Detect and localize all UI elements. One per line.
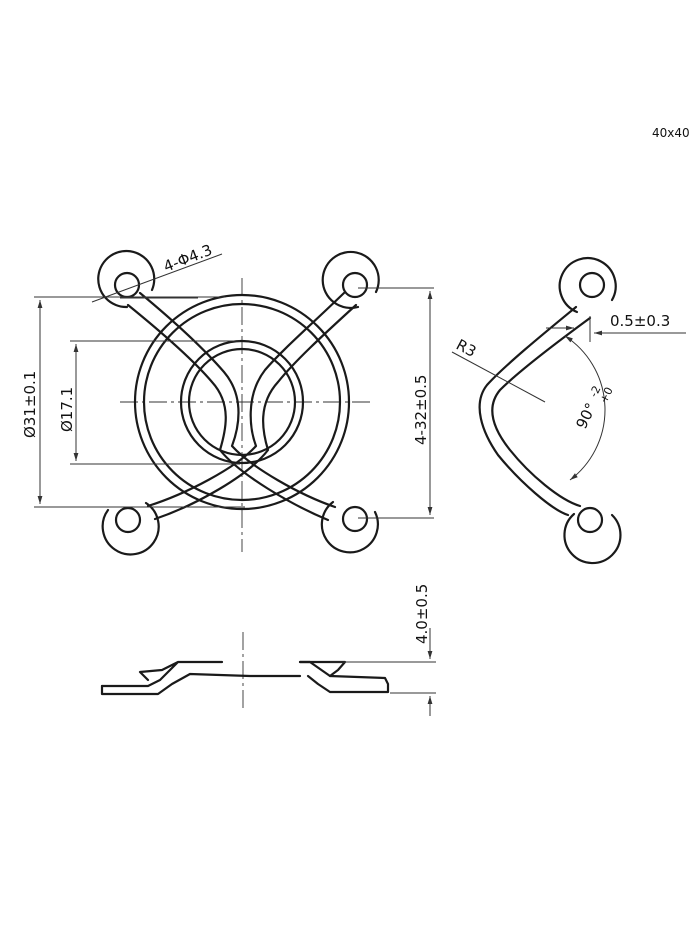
dim-angle: 90° +0 -2: [564, 335, 616, 481]
mounting-loop-bottom-left: [101, 501, 160, 556]
svg-text:R3: R3: [453, 336, 479, 361]
side-wire-inner: [478, 305, 578, 517]
dim-hole-spacing: 4-32±0.5: [358, 287, 434, 519]
outer-ring-inner: [142, 302, 342, 502]
angle-tol-upper: +0: [597, 385, 616, 405]
svg-text:4.0±0.5: 4.0±0.5: [413, 584, 431, 644]
profile-outline-left: [100, 672, 302, 696]
side-loop-top: [558, 257, 617, 314]
angle-value: 90°: [572, 400, 600, 432]
svg-text:Ø17.1: Ø17.1: [58, 387, 76, 432]
svg-text:4-Φ4.3: 4-Φ4.3: [161, 241, 215, 276]
svg-text:4-32±0.5: 4-32±0.5: [412, 375, 430, 445]
profile-outline-right-top: [298, 660, 347, 678]
dim-wire-gap: 0.5±0.3: [546, 312, 686, 342]
dim-hole-diameter: 4-Φ4.3: [91, 241, 223, 303]
profile-outline-right: [298, 660, 390, 694]
inner-ring-outer: [179, 339, 305, 465]
mounting-loop-top-right: [321, 250, 380, 310]
side-loop-bottom: [563, 506, 622, 565]
wire-arm-a-edge1: [138, 291, 337, 509]
wire-arm-a-edge2: [126, 303, 330, 522]
angle-tol-lower: -2: [587, 384, 603, 400]
profile-outline-top: [100, 660, 224, 688]
profile-view: 4.0±0.5: [100, 584, 436, 716]
svg-text:Ø31±0.1: Ø31±0.1: [21, 371, 39, 438]
wire-arm-b-edge1: [146, 291, 346, 508]
dim-inner-diameter: Ø17.1: [58, 340, 240, 465]
side-wire-outer: [491, 316, 592, 508]
model-label: 40x40: [652, 126, 690, 140]
side-view: R3 0.5±0.3 90° +0 -2: [451, 257, 686, 565]
svg-text:0.5±0.3: 0.5±0.3: [610, 312, 670, 330]
svg-text:-2: -2: [587, 384, 603, 400]
front-view: 4-Φ4.3 Ø31±0.1 Ø17.1 4-32±0.5: [21, 241, 434, 556]
outer-ring-outer: [133, 293, 351, 511]
mounting-loop-bottom-right: [320, 500, 379, 554]
svg-text:90°: 90°: [572, 400, 600, 432]
svg-text:+0: +0: [597, 385, 616, 405]
wire-arm-b-edge2: [153, 303, 358, 521]
dim-outer-diameter: Ø31±0.1: [21, 296, 245, 508]
dim-height: 4.0±0.5: [330, 584, 436, 716]
